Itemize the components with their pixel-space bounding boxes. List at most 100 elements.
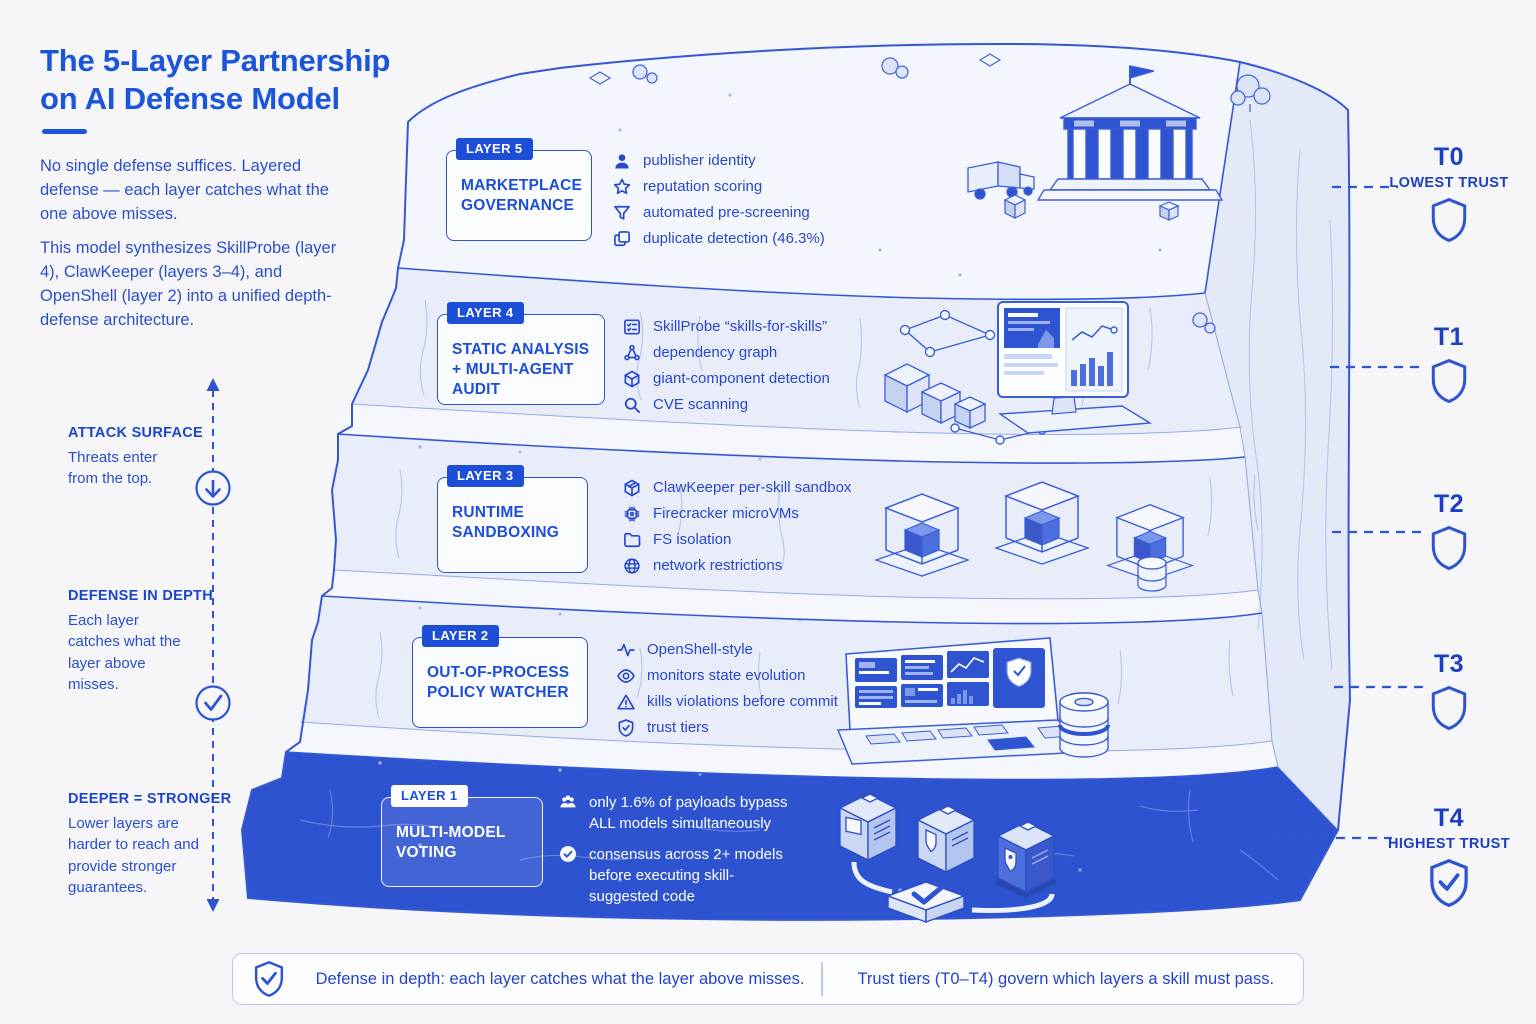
layer4-item-list: SkillProbe “skills-for-skills” dependenc… bbox=[622, 318, 872, 422]
tier-label: T1 bbox=[1433, 323, 1465, 351]
tier-t2: T2 bbox=[1384, 490, 1514, 575]
marketplace-building-illustration bbox=[1036, 65, 1224, 201]
arrow-down-icon bbox=[206, 899, 220, 912]
list-item: SkillProbe “skills-for-skills” bbox=[622, 318, 872, 337]
search-icon bbox=[622, 395, 642, 415]
deeper-stronger-heading: DEEPER = STRONGER bbox=[68, 791, 232, 807]
layer5-card: LAYER 5 MARKETPLACE GOVERNANCE bbox=[446, 138, 592, 241]
layer2-badge: LAYER 2 bbox=[422, 625, 499, 647]
footer-divider bbox=[821, 962, 823, 996]
tier-label: T4 bbox=[1433, 804, 1465, 832]
tier-t3: T3 bbox=[1384, 650, 1514, 735]
list-item: trust tiers bbox=[616, 719, 866, 738]
audit-monitor-illustration bbox=[997, 301, 1153, 434]
tier-sublabel: LOWEST TRUST bbox=[1389, 175, 1509, 191]
cylinder-icon bbox=[1137, 556, 1167, 592]
chip-icon bbox=[622, 504, 642, 524]
list-item: network restrictions bbox=[622, 557, 872, 576]
layer5-item-list: publisher identity reputation scoring au… bbox=[612, 152, 862, 256]
page-title: The 5-Layer Partnership on AI Defense Mo… bbox=[40, 43, 391, 116]
star-icon bbox=[612, 177, 632, 197]
shield-icon bbox=[616, 718, 636, 738]
tier-t0: T0 LOWEST TRUST bbox=[1384, 143, 1514, 247]
shield-check-icon bbox=[1384, 858, 1514, 912]
layer4-title: STATIC ANALYSIS + MULTI-AGENT AUDIT bbox=[452, 341, 590, 399]
policy-console-illustration bbox=[836, 637, 1088, 765]
layer3-item-list: ClawKeeper per-skill sandbox Firecracker… bbox=[622, 479, 872, 583]
user-icon bbox=[612, 151, 632, 171]
eye-icon bbox=[616, 666, 636, 686]
item-text: duplicate detection (46.3%) bbox=[643, 230, 825, 247]
package-icon bbox=[622, 478, 642, 498]
defense-in-depth-body: Each layer catches what the layer above … bbox=[68, 612, 181, 693]
tier-label: T3 bbox=[1433, 650, 1465, 678]
item-text: publisher identity bbox=[643, 152, 756, 169]
multi-model-voting-illustration bbox=[838, 793, 1057, 924]
shield-outline-icon bbox=[1384, 197, 1514, 247]
sandbox-glass-cubes-illustration bbox=[874, 481, 1195, 592]
list-item: giant-component detection bbox=[622, 370, 872, 389]
list-item: CVE scanning bbox=[622, 396, 872, 415]
tier-sublabel: HIGHEST TRUST bbox=[1387, 836, 1510, 852]
list-item: automated pre-screening bbox=[612, 204, 862, 223]
plateau-surface bbox=[398, 44, 1240, 300]
layer5-title: MARKETPLACE GOVERNANCE bbox=[461, 177, 583, 215]
list-item: monitors state evolution bbox=[616, 667, 866, 686]
dark-layer-band bbox=[242, 752, 1338, 920]
item-text: consensus across 2+ models before execut… bbox=[589, 846, 783, 905]
funnel-icon bbox=[612, 203, 632, 223]
deeper-stronger-body: Lower layers are harder to reach and pro… bbox=[68, 815, 199, 896]
tier-t4: T4 HIGHEST TRUST bbox=[1384, 804, 1514, 912]
layer1-badge: LAYER 1 bbox=[391, 785, 468, 807]
item-text: SkillProbe “skills-for-skills” bbox=[653, 318, 828, 335]
title-underline bbox=[42, 129, 87, 134]
tier-t1: T1 bbox=[1384, 323, 1514, 408]
truck-illustration bbox=[967, 161, 1035, 200]
tree-icon bbox=[632, 57, 1271, 334]
cube-stack-illustration bbox=[883, 363, 987, 430]
footer-right-text: Trust tiers (T0–T4) govern which layers … bbox=[857, 969, 1275, 988]
layer2-card: LAYER 2 OUT-OF-PROCESS POLICY WATCHER bbox=[412, 625, 588, 728]
attack-surface-heading: ATTACK SURFACE bbox=[68, 425, 203, 441]
duplicate-icon bbox=[612, 229, 632, 249]
item-text: CVE scanning bbox=[653, 396, 749, 413]
item-text: Firecracker microVMs bbox=[653, 505, 799, 522]
right-cliff-face bbox=[1205, 62, 1350, 830]
list-item: FS isolation bbox=[622, 531, 872, 550]
warning-icon bbox=[616, 692, 636, 712]
layer2-item-list: OpenShell-style monitors state evolution… bbox=[616, 641, 866, 745]
shield-outline-icon bbox=[1384, 358, 1514, 408]
users-icon bbox=[558, 792, 578, 812]
shield-outline-icon bbox=[1384, 685, 1514, 735]
footer-left-text: Defense in depth: each layer catches wha… bbox=[315, 969, 805, 988]
item-text: only 1.6% of payloads bypass ALL models … bbox=[589, 794, 788, 832]
item-text: OpenShell-style bbox=[647, 641, 753, 658]
defense-in-depth-heading: DEFENSE IN DEPTH bbox=[68, 588, 213, 604]
folder-icon bbox=[622, 530, 642, 550]
item-text: ClawKeeper per-skill sandbox bbox=[653, 479, 852, 496]
list-item: duplicate detection (46.3%) bbox=[612, 230, 862, 249]
dependency-graph-illustration bbox=[899, 309, 1047, 445]
arrow-up-icon bbox=[206, 378, 220, 391]
layer5-badge: LAYER 5 bbox=[456, 138, 533, 160]
check-circle-icon bbox=[558, 844, 578, 864]
list-item: OpenShell-style bbox=[616, 641, 866, 660]
footer-summary-bar: Defense in depth: each layer catches wha… bbox=[232, 953, 1304, 1005]
graph-icon bbox=[622, 343, 642, 363]
layer1-title: MULTI-MODEL VOTING bbox=[396, 824, 506, 862]
pulse-icon bbox=[616, 640, 636, 660]
item-text: dependency graph bbox=[653, 344, 778, 361]
list-item: reputation scoring bbox=[612, 178, 862, 197]
item-text: reputation scoring bbox=[643, 178, 763, 195]
checklist-icon bbox=[622, 317, 642, 337]
item-text: giant-component detection bbox=[653, 370, 830, 387]
item-text: FS isolation bbox=[653, 531, 732, 548]
shield-outline-icon bbox=[1384, 525, 1514, 575]
check-circle-icon bbox=[195, 685, 231, 721]
intro-paragraph-1: No single defense suffices. Layered defe… bbox=[40, 157, 329, 223]
layer2-title: OUT-OF-PROCESS POLICY WATCHER bbox=[427, 664, 570, 702]
item-text: network restrictions bbox=[653, 557, 783, 574]
cube-icon bbox=[622, 369, 642, 389]
